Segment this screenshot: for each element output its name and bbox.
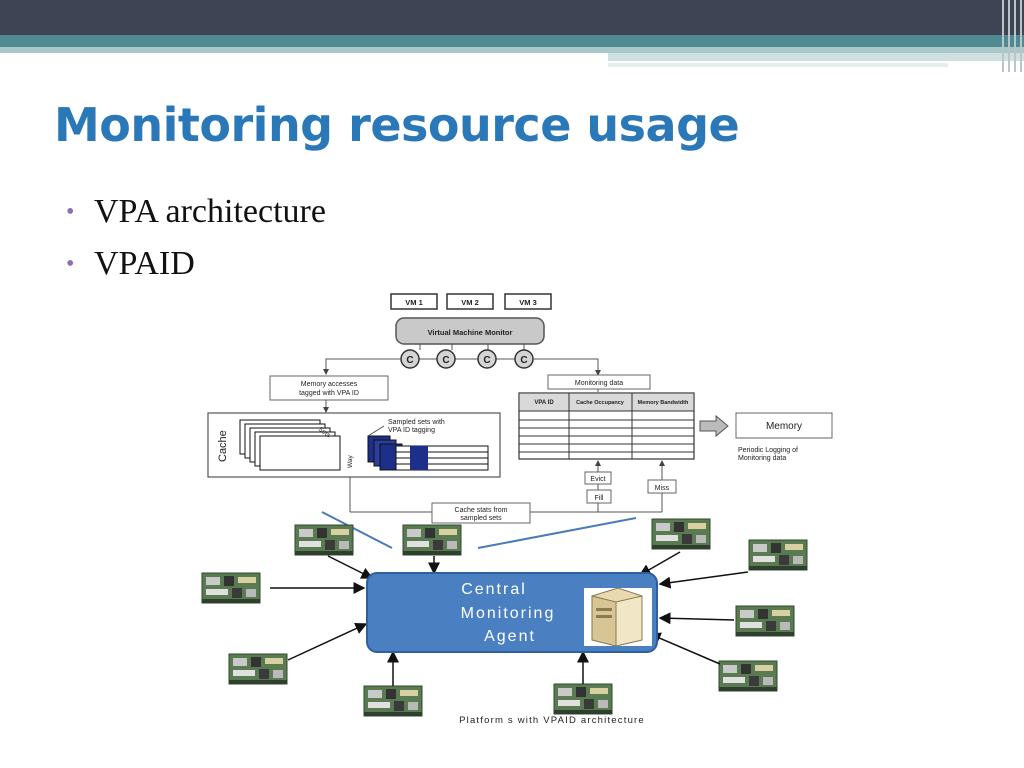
header-accent-bar	[608, 53, 1024, 61]
table-header: VPA ID	[534, 400, 554, 406]
platforms-caption: Platform s with VPAID architecture	[459, 715, 645, 726]
platform-board-icon	[748, 539, 808, 571]
table-header: Cache Occupancy	[576, 400, 625, 406]
bullet-text: VPA architecture	[94, 193, 326, 230]
core-icon	[477, 349, 497, 369]
header-accent-line	[608, 63, 948, 67]
periodic-logging-label: Periodic Logging of	[738, 447, 798, 454]
memory-access-box	[269, 375, 389, 401]
platform-board-icon	[553, 683, 613, 715]
cache-ways	[239, 419, 341, 471]
server-icon	[584, 587, 652, 647]
vm-box	[446, 293, 494, 310]
cache-stats-label: sampled sets	[460, 515, 502, 522]
bullet-dot-icon: •	[66, 251, 75, 277]
fill-box	[586, 489, 612, 504]
platform-board-icon	[651, 518, 711, 550]
bullet-text: VPAID	[94, 245, 195, 282]
slide-title: Monitoring resource usage	[54, 98, 740, 152]
header-stripe-light	[0, 47, 1024, 53]
memory-box	[735, 412, 833, 439]
platform-board-icon	[363, 685, 423, 717]
header-right-decoration	[998, 0, 1024, 72]
sampled-sets-label: Sampled sets with	[388, 419, 445, 426]
core-icon	[436, 349, 456, 369]
vm-boxes: VM 1 VM 2 VM 3	[390, 293, 552, 310]
platform-board-icon	[294, 524, 354, 556]
evict-label: Evict	[590, 476, 605, 483]
core-label: C	[483, 355, 490, 366]
vm-box	[390, 293, 438, 310]
bullet-list: • VPA architecture • VPAID	[66, 186, 326, 290]
vmm-box	[395, 317, 545, 345]
central-agent-label: Central	[461, 581, 527, 598]
platform-board-icon	[402, 524, 462, 556]
platform-board-icon	[201, 572, 261, 604]
bullet-item: • VPA architecture	[66, 186, 326, 238]
vm-label: VM 3	[519, 298, 537, 307]
agent-arrows	[270, 551, 749, 686]
bullet-dot-icon: •	[66, 199, 75, 225]
cache-stats-box	[431, 502, 531, 524]
platform-board-icon	[735, 605, 795, 637]
fill-label: Fill	[595, 495, 604, 502]
table-header: Memory Bandwidth	[638, 400, 689, 406]
central-agent-label: Agent	[484, 628, 536, 645]
header-bar	[0, 0, 1024, 35]
core-label: C	[520, 355, 527, 366]
memory-access-label: tagged with VPA ID	[299, 390, 359, 397]
cores: C C C C	[380, 344, 598, 369]
sampled-sets	[367, 435, 489, 471]
vm-box	[504, 293, 552, 310]
platform-board-icon	[718, 660, 778, 692]
miss-label: Miss	[655, 485, 670, 492]
memory-label: Memory	[766, 421, 802, 432]
vmm-label: Virtual Machine Monitor	[428, 328, 513, 337]
cache-label: Cache	[217, 430, 229, 462]
monitoring-data-box	[547, 374, 651, 390]
vm-label: VM 1	[405, 298, 423, 307]
platform-board-icon	[228, 653, 288, 685]
monitoring-data-label: Monitoring data	[575, 380, 623, 387]
memory-access-label: Memory accesses	[301, 381, 358, 388]
core-label: C	[442, 355, 449, 366]
way-label: Way	[347, 454, 354, 468]
vm-label: VM 2	[461, 298, 479, 307]
bullet-item: • VPAID	[66, 238, 326, 290]
cache-stats-label: Cache stats from	[455, 507, 508, 514]
monitoring-table	[518, 392, 695, 460]
logging-arrow-icon	[699, 414, 729, 438]
central-agent-label: Monitoring	[461, 605, 556, 622]
sampled-sets-label: VPA ID tagging	[388, 427, 435, 434]
header-stripe	[0, 35, 1024, 47]
periodic-logging-label: Monitoring data	[738, 455, 786, 462]
core-label: C	[406, 355, 413, 366]
